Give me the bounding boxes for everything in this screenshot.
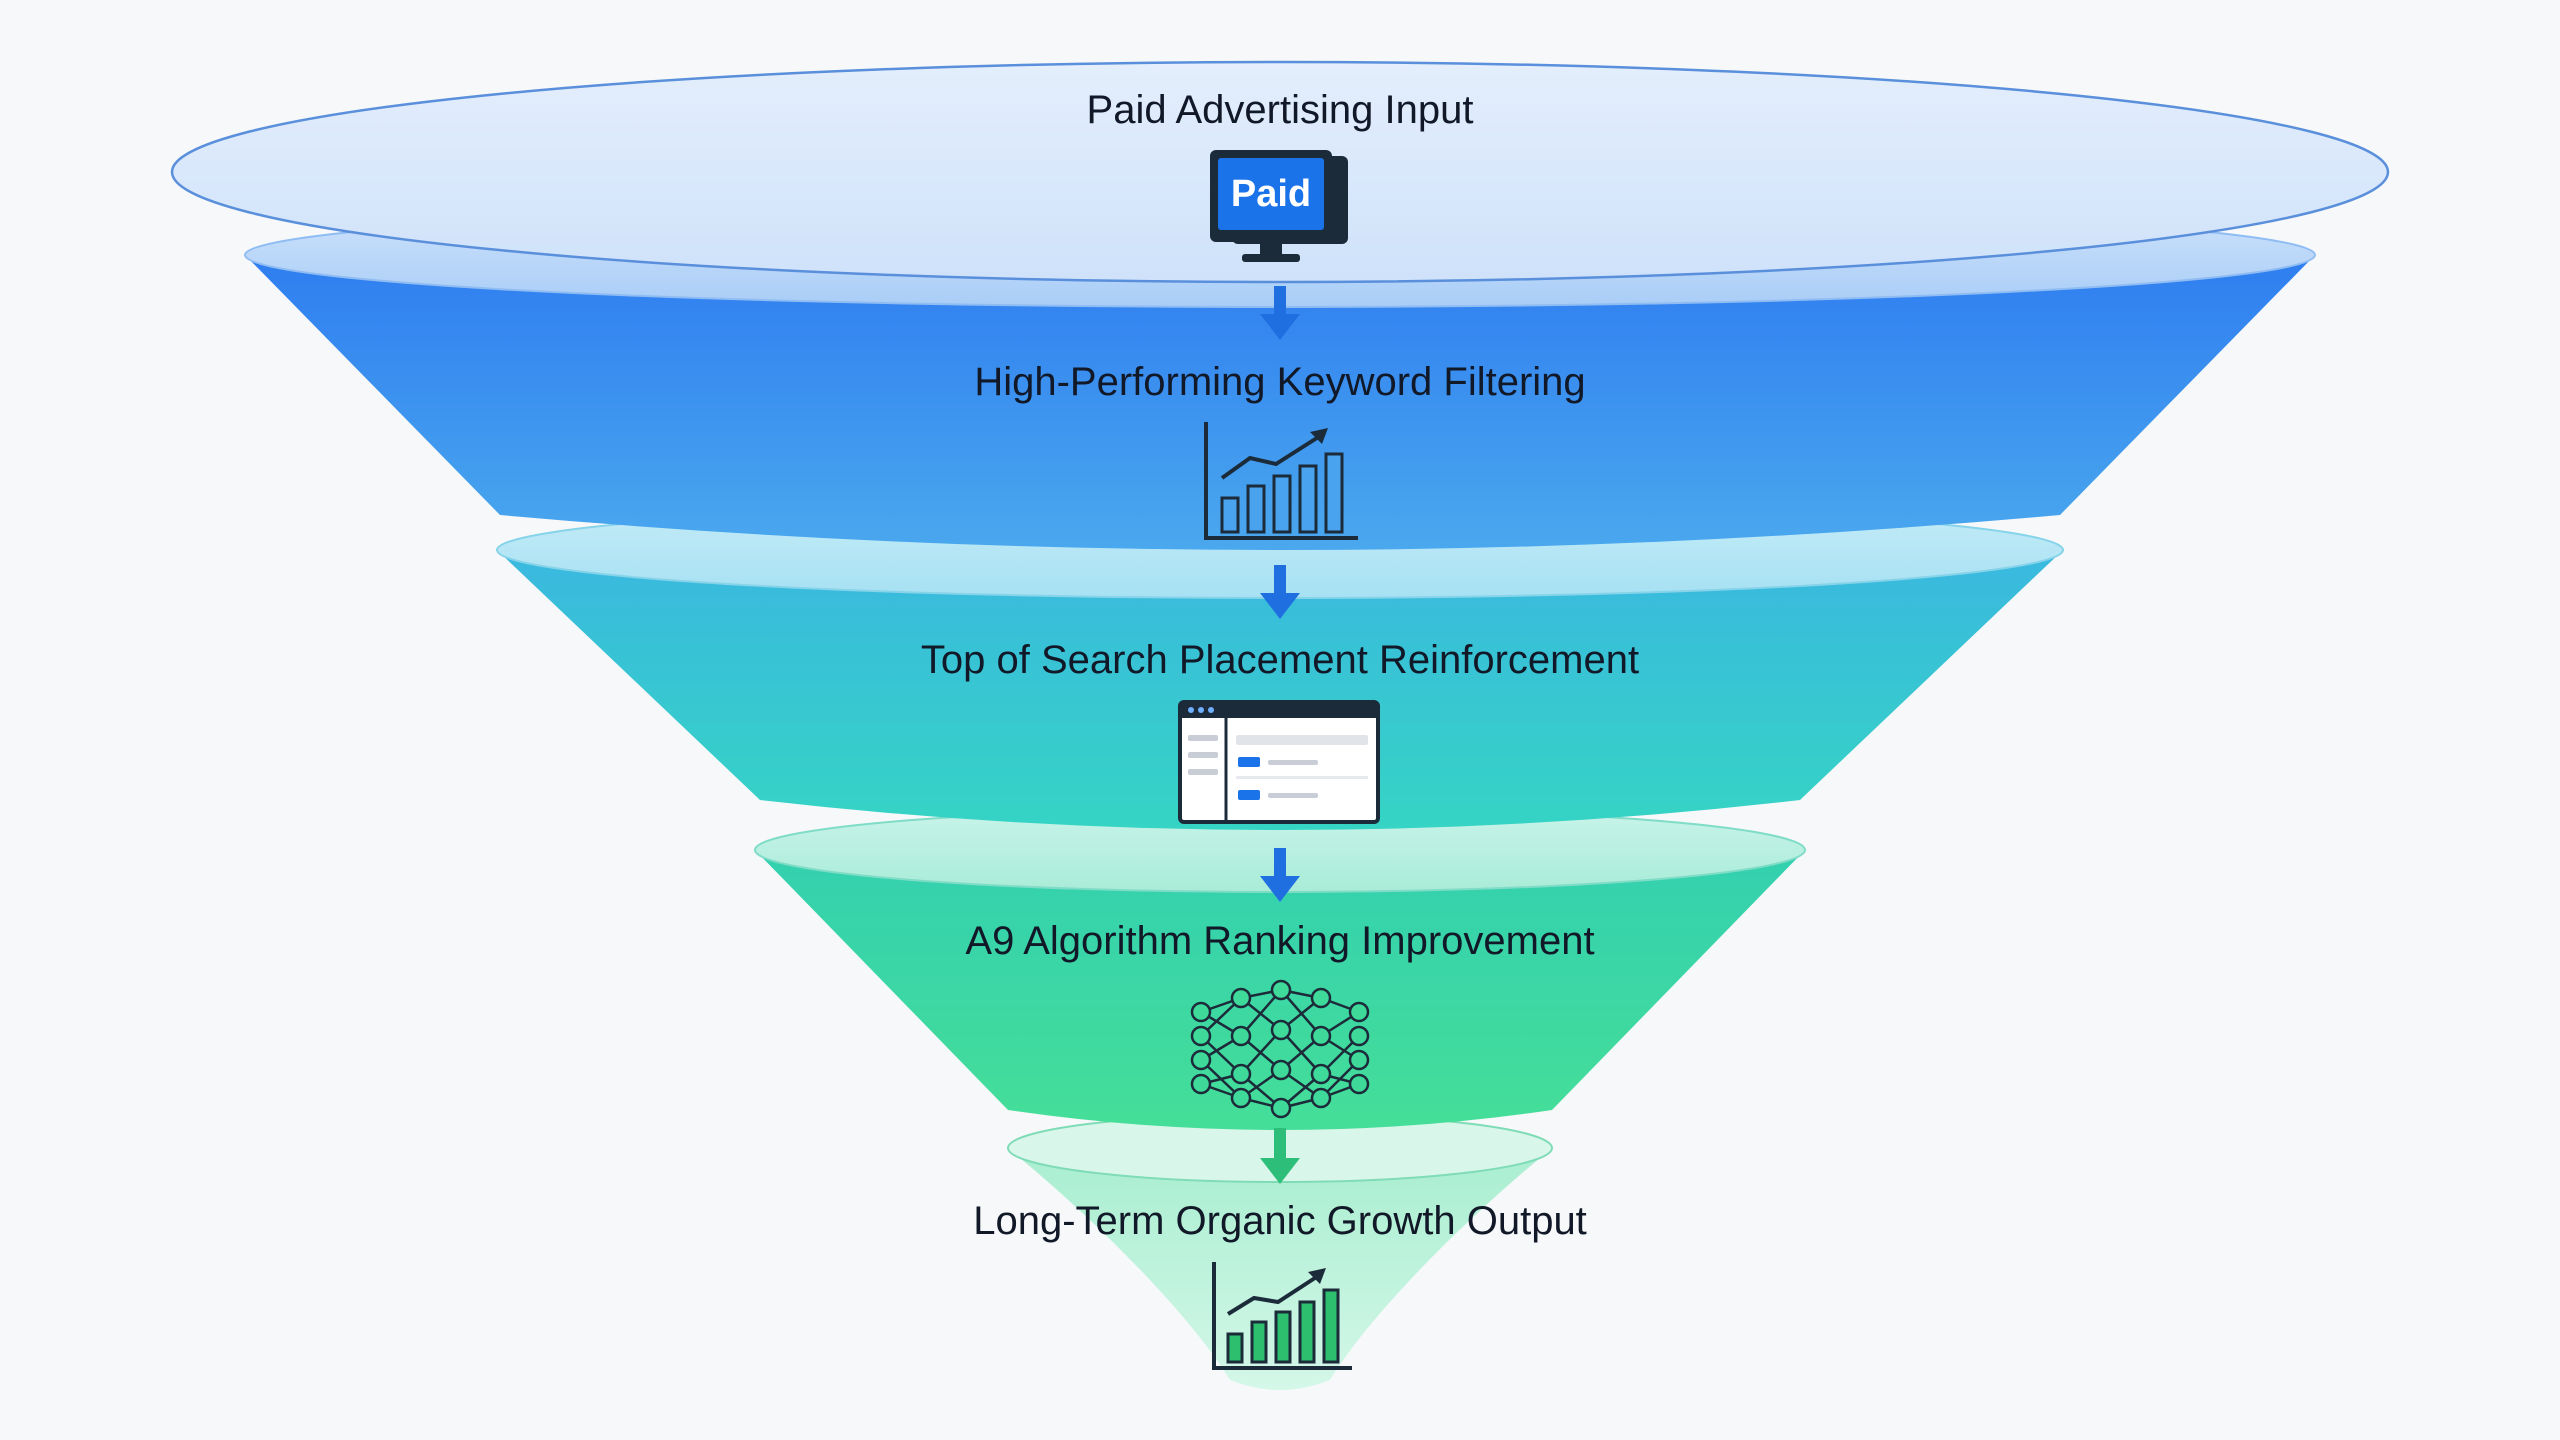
stage-label-top-of-search: Top of Search Placement Reinforcement [921, 638, 1639, 682]
arrow-1-to-2 [1260, 286, 1300, 340]
arrow-2-to-3 [1260, 565, 1300, 619]
stage-label-a9-ranking: A9 Algorithm Ranking Improvement [965, 919, 1594, 963]
stage-label-keyword-filtering: High-Performing Keyword Filtering [974, 360, 1585, 404]
arrow-4-to-5 [1260, 1128, 1300, 1184]
paid-monitor-icon: Paid [1210, 150, 1348, 262]
stage-label-organic-growth: Long-Term Organic Growth Output [973, 1199, 1587, 1243]
neural-network-icon [1190, 979, 1370, 1119]
paid-icon-text: Paid [1231, 173, 1311, 215]
stage-label-paid-advertising-input: Paid Advertising Input [1087, 88, 1474, 132]
bar-chart-growth-icon [1212, 1262, 1352, 1370]
bar-chart-growth-icon [1204, 422, 1358, 540]
arrow-3-to-4 [1260, 848, 1300, 902]
search-results-window-icon [1178, 700, 1380, 824]
